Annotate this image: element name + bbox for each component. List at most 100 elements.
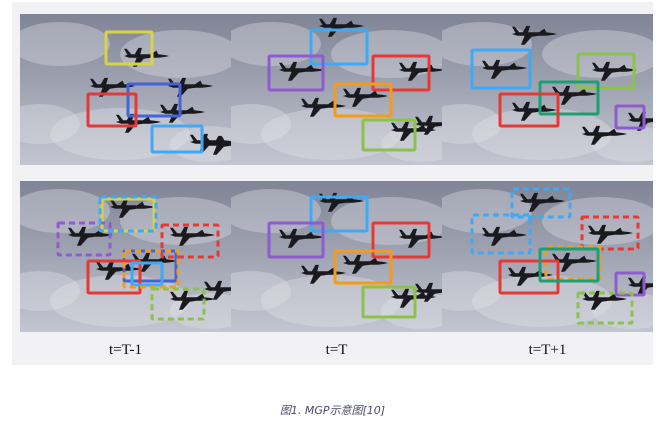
detected-orange-box (333, 82, 393, 118)
cloud (120, 30, 231, 78)
cloud (442, 271, 502, 311)
detected-yellow-box (104, 30, 154, 66)
detected-green-box (361, 285, 417, 319)
jet-aircraft (279, 228, 324, 248)
detected-teal-box (538, 80, 600, 116)
jet-aircraft (415, 282, 442, 302)
jet-aircraft (96, 260, 141, 280)
figure-caption: 图1. MGP示意图[10] (279, 404, 386, 417)
photo-panel-image (20, 14, 231, 165)
detected-red-box (86, 92, 138, 128)
photo-panel-3 (442, 14, 653, 165)
photo-panel-5 (231, 181, 442, 332)
jet-aircraft (204, 280, 231, 300)
detected-light-blue-box (150, 124, 204, 154)
cloud (231, 271, 291, 311)
detected-purple-box (614, 271, 646, 297)
cloud (20, 104, 80, 144)
predicted-green-box (150, 287, 206, 321)
cloud (442, 189, 532, 233)
photo-panel-6 (442, 181, 653, 332)
jet-aircraft (582, 290, 627, 310)
jet-aircraft (124, 47, 169, 67)
jet-aircraft (301, 97, 346, 117)
jet-aircraft (399, 228, 442, 248)
detected-red-box (498, 92, 560, 128)
cloud (20, 271, 80, 311)
detected-teal-box (538, 247, 600, 283)
time-label-prev: t=T-1 (109, 342, 142, 358)
detected-green-box (361, 118, 417, 152)
photo-panel-image (231, 14, 442, 165)
detected-light-blue-box (130, 261, 164, 287)
predicted-orange-box (544, 245, 602, 281)
detected-orange-box (333, 249, 393, 285)
cloud (20, 22, 110, 66)
jet-aircraft (90, 77, 135, 97)
jet-aircraft (279, 61, 324, 81)
jet-aircraft (343, 87, 388, 107)
jet-aircraft (116, 113, 161, 133)
jet-aircraft (415, 115, 442, 135)
cloud (442, 22, 532, 66)
cloud (442, 104, 502, 144)
jet-aircraft (482, 59, 527, 79)
detected-light-blue-box (470, 48, 532, 90)
jet-aircraft (343, 254, 388, 274)
jet-aircraft (170, 290, 215, 310)
jet-aircraft (110, 198, 155, 218)
predicted-purple-box (56, 221, 112, 257)
photo-panel-1 (20, 14, 231, 165)
detected-red-box (371, 221, 431, 259)
cloud (231, 104, 291, 144)
detected-light-blue-box (309, 195, 369, 233)
detected-green-box (576, 52, 636, 90)
cloud (472, 108, 612, 160)
jet-aircraft (319, 192, 364, 212)
time-label-current: t=T (325, 342, 348, 358)
jet-aircraft (319, 17, 364, 37)
jet-aircraft (552, 85, 597, 105)
time-label-next: t=T+1 (528, 342, 567, 358)
jet-aircraft (582, 125, 627, 145)
jet-aircraft (552, 252, 597, 272)
predicted-light-blue-box (470, 213, 532, 255)
jet-aircraft (588, 224, 633, 244)
photo-panel-4 (20, 181, 231, 332)
detected-purple-box (267, 54, 325, 92)
photo-panel-image (442, 181, 653, 332)
jet-aircraft (508, 266, 553, 286)
detected-light-blue-box (309, 28, 369, 66)
jet-aircraft (399, 61, 442, 81)
predicted-light-blue-box (510, 187, 572, 219)
jet-aircraft (68, 226, 113, 246)
jet-aircraft (482, 226, 527, 246)
detected-purple-box (267, 221, 325, 259)
detected-purple-box (614, 104, 646, 130)
predicted-green-box (576, 291, 634, 325)
jet-aircraft (301, 264, 346, 284)
photo-panel-image (231, 181, 442, 332)
predicted-orange-box (122, 249, 180, 289)
cloudy-sky-background (442, 181, 653, 332)
detected-red-box (371, 54, 431, 92)
detected-red-box (86, 259, 142, 295)
jet-aircraft (512, 101, 557, 121)
cloud (381, 126, 442, 162)
jet-aircraft (628, 111, 653, 131)
cloud (20, 189, 110, 233)
cloud (381, 293, 442, 329)
cloud (592, 293, 653, 329)
jet-aircraft (628, 276, 653, 296)
detected-red-box (498, 259, 560, 295)
jet-aircraft (512, 25, 557, 45)
jet-aircraft (204, 135, 231, 155)
photo-panel-2 (231, 14, 442, 165)
jet-aircraft (170, 226, 215, 246)
photo-panel-image (20, 181, 231, 332)
predicted-red-box (580, 215, 640, 251)
jet-aircraft (520, 192, 565, 212)
predicted-red-box (160, 223, 220, 259)
jet-aircraft (160, 103, 205, 123)
detected-blue-box (126, 82, 182, 118)
